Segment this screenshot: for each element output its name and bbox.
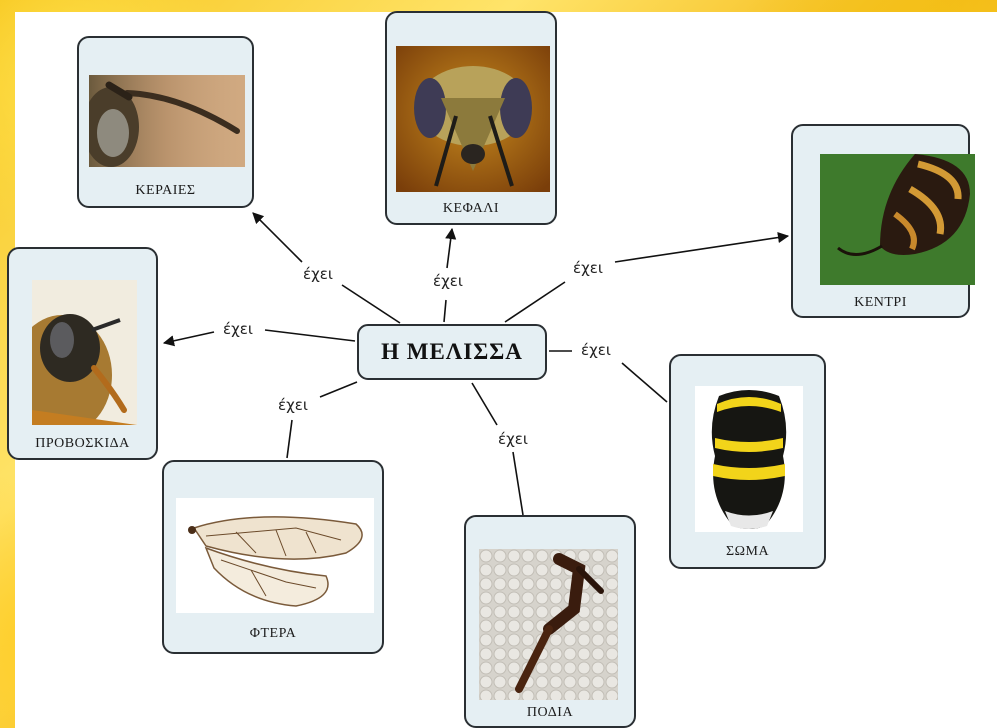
node-label: ΚΕΦΑΛΙ (442, 201, 500, 216)
link-proboskida-a (264, 329, 356, 342)
link-kentri-a (504, 281, 566, 323)
relation-label: έχει (572, 259, 604, 277)
link-kefali-a (443, 299, 447, 323)
node-label: ΦΤΕΡΑ (249, 626, 297, 641)
node-label: ΣΩΜΑ (725, 544, 770, 559)
relation-label: έχει (432, 272, 464, 290)
link-ftera-b (286, 419, 293, 459)
link-proboskida-b (162, 331, 215, 347)
node-kefali: ΚΕΦΑΛΙ (385, 11, 557, 225)
stinger-photo (820, 154, 975, 285)
legs-photo (479, 549, 618, 700)
node-label: ΠΟΔΙΑ (526, 705, 574, 720)
link-keraies-a (341, 284, 401, 324)
link-ftera-a (319, 381, 358, 398)
body-photo (695, 386, 803, 532)
node-ftera: ΦΤΕΡΑ (162, 460, 384, 654)
node-soma: ΣΩΜΑ (669, 354, 826, 569)
link-soma-b (621, 362, 668, 403)
center-node: Η ΜΕΛΙΣΣΑ (357, 324, 547, 380)
relation-label: έχει (497, 430, 529, 448)
node-proboskida: ΠΡΟΒΟΣΚΙΔΑ (7, 247, 158, 460)
relation-label: έχει (580, 341, 612, 359)
head-photo (396, 46, 550, 192)
antennae-photo (89, 75, 245, 167)
node-keraies: ΚΕΡΑΙΕΣ (77, 36, 254, 208)
link-keraies-b (252, 212, 303, 263)
node-label: ΚΕΝΤΡΙ (854, 295, 907, 310)
wings-photo (176, 498, 374, 613)
node-label: ΠΡΟΒΟΣΚΙΔΑ (35, 436, 130, 451)
link-kentri-b (614, 231, 790, 263)
node-label: ΚΕΡΑΙΕΣ (135, 183, 196, 198)
link-kefali-b (445, 227, 457, 269)
link-podia-a (471, 382, 498, 426)
relation-label: έχει (277, 396, 309, 414)
node-podia: ΠΟΔΙΑ (464, 515, 636, 728)
relation-label: έχει (302, 265, 334, 283)
relation-label: έχει (222, 320, 254, 338)
proboscis-photo (32, 280, 137, 425)
node-kentri: ΚΕΝΤΡΙ (791, 124, 975, 318)
link-podia-b (512, 451, 524, 516)
